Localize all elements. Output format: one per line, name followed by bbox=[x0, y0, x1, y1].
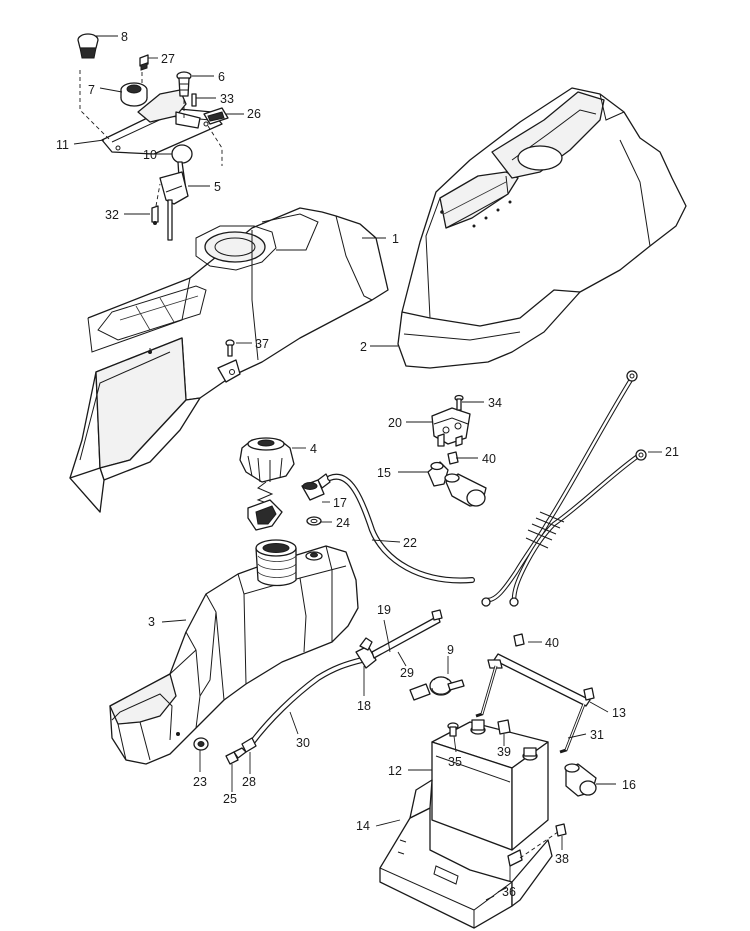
part-19-end bbox=[431, 609, 443, 621]
callout-29: 29 bbox=[400, 666, 414, 680]
callout-labels: 8 27 7 6 33 26 11 10 5 32 1 2 37 4 17 24… bbox=[56, 30, 679, 899]
callout-26: 26 bbox=[247, 107, 261, 121]
part-31-j-bolts bbox=[475, 665, 595, 754]
callout-36: 36 bbox=[502, 885, 516, 899]
callout-6: 6 bbox=[218, 70, 225, 84]
part-20-solenoid bbox=[431, 407, 471, 447]
callout-40b: 40 bbox=[545, 636, 559, 650]
callout-28: 28 bbox=[242, 775, 256, 789]
callout-40a: 40 bbox=[482, 452, 496, 466]
part-30-fuel-hose bbox=[245, 657, 365, 751]
callout-35: 35 bbox=[448, 755, 462, 769]
callout-18: 18 bbox=[357, 699, 371, 713]
part-5-bracket bbox=[159, 171, 189, 205]
callout-31: 31 bbox=[590, 728, 604, 742]
part-24-grommet bbox=[306, 516, 322, 526]
callout-23: 23 bbox=[193, 775, 207, 789]
part-8-knob bbox=[77, 33, 99, 49]
callout-25: 25 bbox=[223, 792, 237, 806]
shift-lever-assembly bbox=[151, 144, 193, 241]
leader-lines bbox=[73, 35, 662, 882]
callout-34: 34 bbox=[488, 396, 502, 410]
part-15-boots bbox=[427, 461, 487, 507]
callout-17: 17 bbox=[333, 496, 347, 510]
part-3-fuel-tank bbox=[109, 539, 359, 765]
callout-2: 2 bbox=[360, 340, 367, 354]
part-13-holddown-bar bbox=[487, 653, 591, 707]
callout-24: 24 bbox=[336, 516, 350, 530]
callout-4: 4 bbox=[310, 442, 317, 456]
callout-27: 27 bbox=[161, 52, 175, 66]
callout-15: 15 bbox=[377, 466, 391, 480]
callout-5: 5 bbox=[214, 180, 221, 194]
part-40-nut-lower bbox=[513, 633, 525, 647]
callout-39: 39 bbox=[497, 745, 511, 759]
callout-33: 33 bbox=[220, 92, 234, 106]
part-38-nut bbox=[555, 823, 567, 837]
callout-9: 9 bbox=[447, 643, 454, 657]
callout-30: 30 bbox=[296, 736, 310, 750]
callout-16: 16 bbox=[622, 778, 636, 792]
part-14-battery-tray bbox=[379, 779, 553, 929]
part-23-grommet bbox=[193, 737, 209, 751]
vent-valve-hose bbox=[301, 473, 475, 584]
callout-14: 14 bbox=[356, 819, 370, 833]
part-16-terminal-cover bbox=[564, 763, 597, 797]
part-36-bolt bbox=[507, 849, 523, 867]
callout-38: 38 bbox=[555, 852, 569, 866]
callout-10: 10 bbox=[143, 148, 157, 162]
part-4-fuel-cap bbox=[239, 437, 295, 531]
part-10-knob bbox=[171, 144, 193, 164]
callout-21: 21 bbox=[665, 445, 679, 459]
part-33-screw bbox=[191, 93, 197, 107]
callout-22: 22 bbox=[403, 536, 417, 550]
part-21-cable-harness bbox=[481, 370, 647, 607]
part-40-nut-upper bbox=[447, 451, 459, 465]
callout-37: 37 bbox=[255, 337, 269, 351]
part-29-rod bbox=[371, 615, 441, 659]
part-39-nut bbox=[497, 719, 511, 735]
callout-7: 7 bbox=[88, 83, 95, 97]
callout-1: 1 bbox=[392, 232, 399, 246]
callout-13: 13 bbox=[612, 706, 626, 720]
part-37-screw bbox=[225, 339, 235, 357]
part-28-clamp bbox=[241, 737, 257, 753]
part-1-console-fender bbox=[69, 207, 389, 513]
callout-20: 20 bbox=[388, 416, 402, 430]
part-32-bolt bbox=[151, 205, 159, 223]
callout-32: 32 bbox=[105, 208, 119, 222]
callout-3: 3 bbox=[148, 615, 155, 629]
part-12-battery bbox=[431, 719, 549, 851]
switch-panel-assembly bbox=[77, 33, 229, 166]
callout-8: 8 bbox=[121, 30, 128, 44]
part-2-rear-console bbox=[397, 87, 687, 369]
callout-11: 11 bbox=[56, 138, 69, 152]
part-35-bolt bbox=[447, 722, 459, 737]
part-9-sender bbox=[409, 676, 465, 701]
callout-12: 12 bbox=[388, 764, 402, 778]
callout-19: 19 bbox=[377, 603, 391, 617]
part-34-bolt bbox=[454, 394, 464, 411]
part-25-fitting bbox=[225, 747, 247, 765]
